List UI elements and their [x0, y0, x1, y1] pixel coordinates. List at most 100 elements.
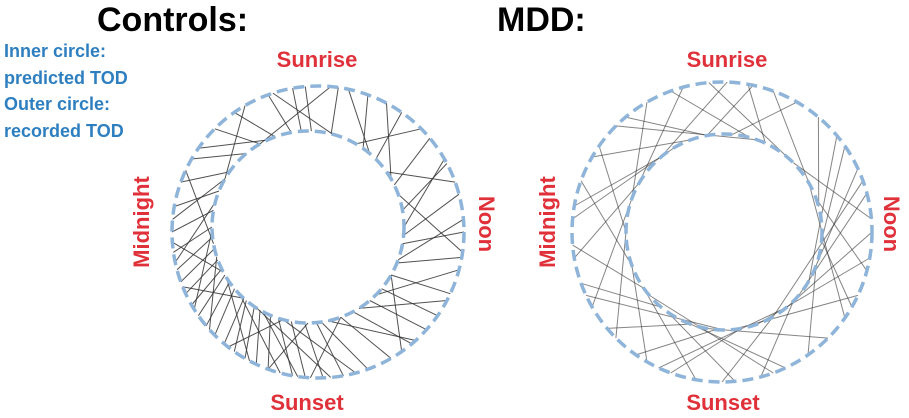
controls-link-line	[375, 269, 460, 296]
mdd-noon-label: Noon	[879, 195, 904, 253]
controls-link-line	[397, 218, 464, 261]
mdd-outer-circle	[570, 80, 874, 384]
mdd-links	[572, 81, 873, 383]
controls-link-line	[282, 319, 357, 374]
mdd-link-line	[572, 146, 676, 220]
controls-midnight-label: Midnight	[129, 176, 154, 268]
controls-link-line	[304, 322, 324, 379]
legend-inner-desc: predicted TOD	[4, 67, 128, 88]
controls-link-line	[209, 256, 218, 330]
mdd-link-line	[706, 328, 829, 339]
mdd-link-line	[667, 311, 736, 382]
mdd-link-line	[598, 145, 627, 233]
controls-link-line	[358, 300, 447, 309]
controls-link-line	[267, 322, 309, 370]
controls-link-line	[327, 320, 416, 341]
controls-outer-circle	[170, 84, 466, 380]
controls-link-line	[362, 94, 369, 149]
controls-link-line	[267, 94, 292, 133]
controls-link-line	[191, 153, 247, 160]
controls-link-line	[402, 163, 448, 211]
controls-sunrise-label: Sunrise	[276, 47, 358, 72]
mdd-link-line	[821, 240, 853, 308]
controls-links	[171, 86, 465, 379]
mdd-link-line	[798, 192, 868, 296]
mdd-link-line	[821, 145, 846, 241]
controls-link-line	[176, 236, 213, 271]
controls-link-line	[355, 128, 422, 145]
controls-link-line	[259, 86, 332, 145]
controls-sunset-label: Sunset	[270, 390, 344, 415]
controls-link-line	[381, 288, 438, 317]
controls-link-line	[173, 226, 213, 253]
mdd-link-line	[670, 90, 750, 138]
mdd-link-line	[625, 116, 708, 136]
controls-link-line	[390, 274, 403, 352]
mdd-inner-circle	[624, 132, 824, 332]
controls-link-line	[172, 241, 224, 273]
controls-link-line	[227, 319, 284, 348]
controls-link-line	[180, 171, 230, 183]
controls-link-line	[272, 92, 334, 135]
controls-link-line	[185, 170, 214, 244]
controls-link-line	[234, 111, 276, 138]
controls-link-line	[386, 171, 456, 183]
mdd-link-line	[574, 156, 662, 207]
controls-link-line	[239, 294, 281, 374]
mdd-link-line	[807, 265, 817, 355]
mdd-link-line	[580, 282, 662, 308]
controls-link-line	[315, 322, 344, 377]
controls-link-line	[321, 321, 369, 370]
controls-link-line	[224, 105, 246, 180]
controls-link-line	[369, 300, 427, 331]
mdd-link-line	[643, 287, 697, 380]
mdd-link-line	[772, 180, 864, 318]
controls-link-line	[340, 316, 392, 359]
mdd-link-line	[631, 102, 648, 199]
controls-link-line	[255, 310, 261, 365]
controls-link-line	[193, 230, 213, 310]
mdd-link-line	[580, 180, 633, 266]
controls-link-line	[390, 274, 451, 295]
controls-link-line	[290, 321, 306, 378]
controls-link-line	[171, 209, 214, 233]
controls-link-line	[262, 311, 299, 377]
mdd-link-line	[772, 90, 810, 184]
controls-link-line	[347, 89, 371, 154]
controls-link-line	[205, 281, 230, 327]
controls-link-line	[174, 201, 216, 263]
mdd-sunset-label: Sunset	[686, 390, 760, 415]
mdd-link-line	[815, 198, 868, 272]
mdd-link-line	[708, 82, 788, 158]
mdd-link-line	[660, 81, 728, 158]
controls-link-line	[352, 311, 413, 345]
legend-outer-label: Outer circle:	[4, 94, 111, 114]
controls-link-line	[256, 308, 332, 378]
mdd-link-line	[615, 125, 758, 141]
controls-link-line	[304, 86, 312, 132]
controls-link-line	[393, 137, 431, 186]
mdd-link-line	[732, 101, 798, 135]
controls-link-line	[182, 286, 244, 299]
controls-link-line	[403, 193, 460, 236]
legend: Inner circle: predicted TOD Outer circle…	[4, 38, 128, 144]
mdd-link-line	[815, 168, 859, 266]
controls-link-line	[309, 316, 342, 379]
mdd-link-line	[808, 135, 838, 282]
mdd-link-line	[648, 294, 774, 374]
mdd-link-line	[721, 316, 774, 383]
controls-link-line	[397, 193, 463, 253]
controls-noon-label: Noon	[474, 195, 499, 253]
mdd-midnight-label: Midnight	[535, 176, 560, 268]
mdd-sunrise-label: Sunrise	[686, 47, 768, 72]
mdd-link-line	[631, 265, 648, 362]
mdd-link-line	[585, 294, 725, 331]
controls-link-line	[396, 256, 462, 264]
controls-link-line	[198, 139, 268, 149]
mdd-link-line	[572, 244, 644, 289]
mdd-title: MDD:	[497, 1, 586, 39]
controls-link-line	[180, 248, 215, 283]
mdd-link-line	[670, 328, 742, 374]
mdd-link-line	[573, 182, 640, 259]
